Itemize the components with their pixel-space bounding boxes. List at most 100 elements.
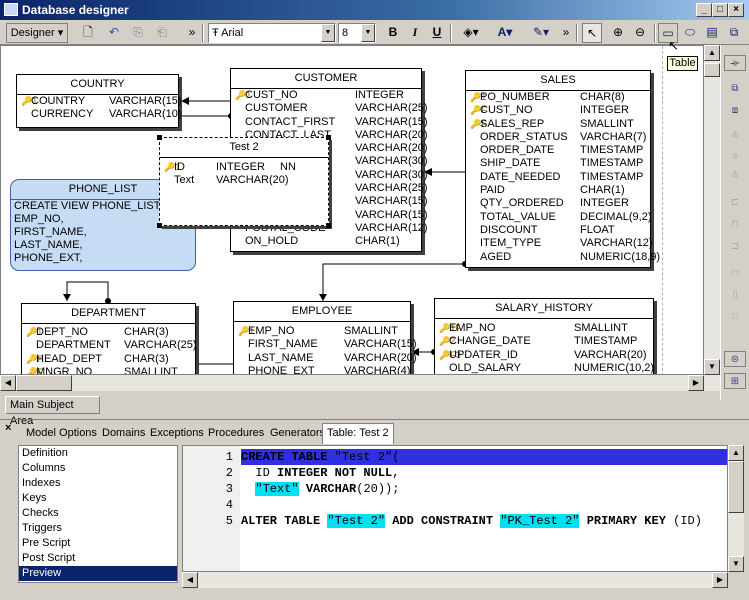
toolbar-more-button[interactable]: » [188, 25, 196, 39]
selection-handle[interactable] [326, 223, 331, 228]
procedure-tool-icon[interactable]: ▤ [706, 25, 718, 39]
scroll-up-arrow[interactable]: ▲ [704, 45, 720, 61]
font-color-icon[interactable]: A▾ [497, 25, 513, 39]
tab-table-test-2[interactable]: Table: Test 2 [322, 423, 394, 444]
undo-icon[interactable]: ↶ [108, 25, 120, 39]
fill-color-icon[interactable]: ◈▾ [463, 25, 479, 39]
close-button[interactable]: × [728, 3, 744, 17]
property-item-triggers[interactable]: Triggers [22, 522, 62, 534]
line-color-icon[interactable]: ✎▾ [532, 25, 550, 39]
view-tool-icon[interactable]: ⬭ [684, 25, 696, 39]
entity-row[interactable]: VARCHAR(30) [231, 155, 428, 168]
editor-horizontal-scrollbar[interactable]: ◀ ▶ [182, 572, 728, 588]
new-icon[interactable]: 🗋 [83, 25, 93, 39]
scroll-right-arrow[interactable]: ▶ [688, 375, 704, 391]
scroll-down-arrow[interactable]: ▼ [728, 556, 744, 572]
canvas-horizontal-scrollbar[interactable]: ◀ ▶ [0, 375, 720, 391]
table-tool-icon[interactable]: ▭ [658, 23, 678, 43]
editor-vertical-scrollbar[interactable]: ▲ ▼ [728, 445, 744, 572]
property-item-checks[interactable]: Checks [22, 507, 59, 519]
same-size-icon[interactable]: □ [731, 311, 739, 322]
property-item-indexes[interactable]: Indexes [22, 477, 61, 489]
property-item-preview[interactable]: Preview [19, 566, 177, 581]
relation-tool-icon[interactable]: ⧉ [729, 25, 739, 39]
italic-button[interactable]: I [412, 25, 418, 39]
selection-handle[interactable] [157, 223, 162, 228]
tab-procedures[interactable]: Procedures [204, 424, 270, 443]
toolbar-more-button-2[interactable]: » [562, 25, 570, 39]
underline-button[interactable]: U [432, 25, 442, 39]
font-name-select[interactable]: Ŧ Arial▼ [208, 23, 336, 43]
minimize-button[interactable]: _ [696, 3, 712, 17]
send-to-back-icon[interactable]: ⧈ [731, 105, 739, 116]
same-height-icon[interactable]: ▯ [732, 289, 738, 300]
bring-to-front-icon[interactable]: ⧉ [731, 83, 739, 94]
zoom-out-icon[interactable]: ⊖ [634, 25, 646, 39]
entity-row[interactable]: VARCHAR(15) [231, 195, 428, 208]
copy-icon[interactable]: ⎘ [133, 25, 143, 39]
tab-domains[interactable]: Domains [98, 424, 151, 443]
tab-model-options[interactable]: Model Options [22, 424, 102, 443]
align-middle-icon[interactable]: ≡ [732, 151, 738, 162]
space-horizontal-icon[interactable]: ⊞ [724, 373, 746, 389]
scroll-thumb[interactable] [704, 63, 720, 77]
property-item-post-script[interactable]: Post Script [22, 552, 76, 564]
paste-icon[interactable]: ⎗ [157, 25, 167, 39]
subject-area-tab[interactable]: Main Subject Area [5, 396, 100, 427]
selection-handle[interactable] [326, 135, 331, 140]
entity-row[interactable]: VARCHAR(30) [231, 169, 428, 182]
designer-menu-button[interactable]: Designer ▾ [6, 23, 68, 43]
same-width-icon[interactable]: ▭ [730, 267, 740, 278]
align-width-icon[interactable]: ⟛ [724, 55, 746, 71]
entity-row[interactable]: VARCHAR(15) [231, 209, 428, 222]
scroll-up-arrow[interactable]: ▲ [728, 445, 744, 461]
property-item-columns[interactable]: Columns [22, 462, 66, 474]
scroll-thumb[interactable] [16, 375, 72, 391]
property-item-definition[interactable]: Definition [22, 447, 68, 459]
close-icon[interactable]: × [5, 422, 12, 434]
scroll-thumb[interactable] [728, 461, 744, 513]
maximize-button[interactable]: □ [712, 3, 728, 17]
bold-button[interactable]: B [388, 25, 398, 39]
property-item-keys[interactable]: Keys [22, 492, 47, 504]
space-vertical-icon[interactable]: ⊜ [724, 351, 746, 367]
align-bottom-icon[interactable]: ≙ [730, 171, 740, 182]
font-size-select[interactable]: 8▼ [338, 23, 376, 43]
align-top-icon[interactable]: ≚ [730, 131, 740, 142]
scroll-right-arrow[interactable]: ▶ [712, 572, 728, 588]
align-left-icon[interactable]: ⊏ [730, 197, 740, 208]
